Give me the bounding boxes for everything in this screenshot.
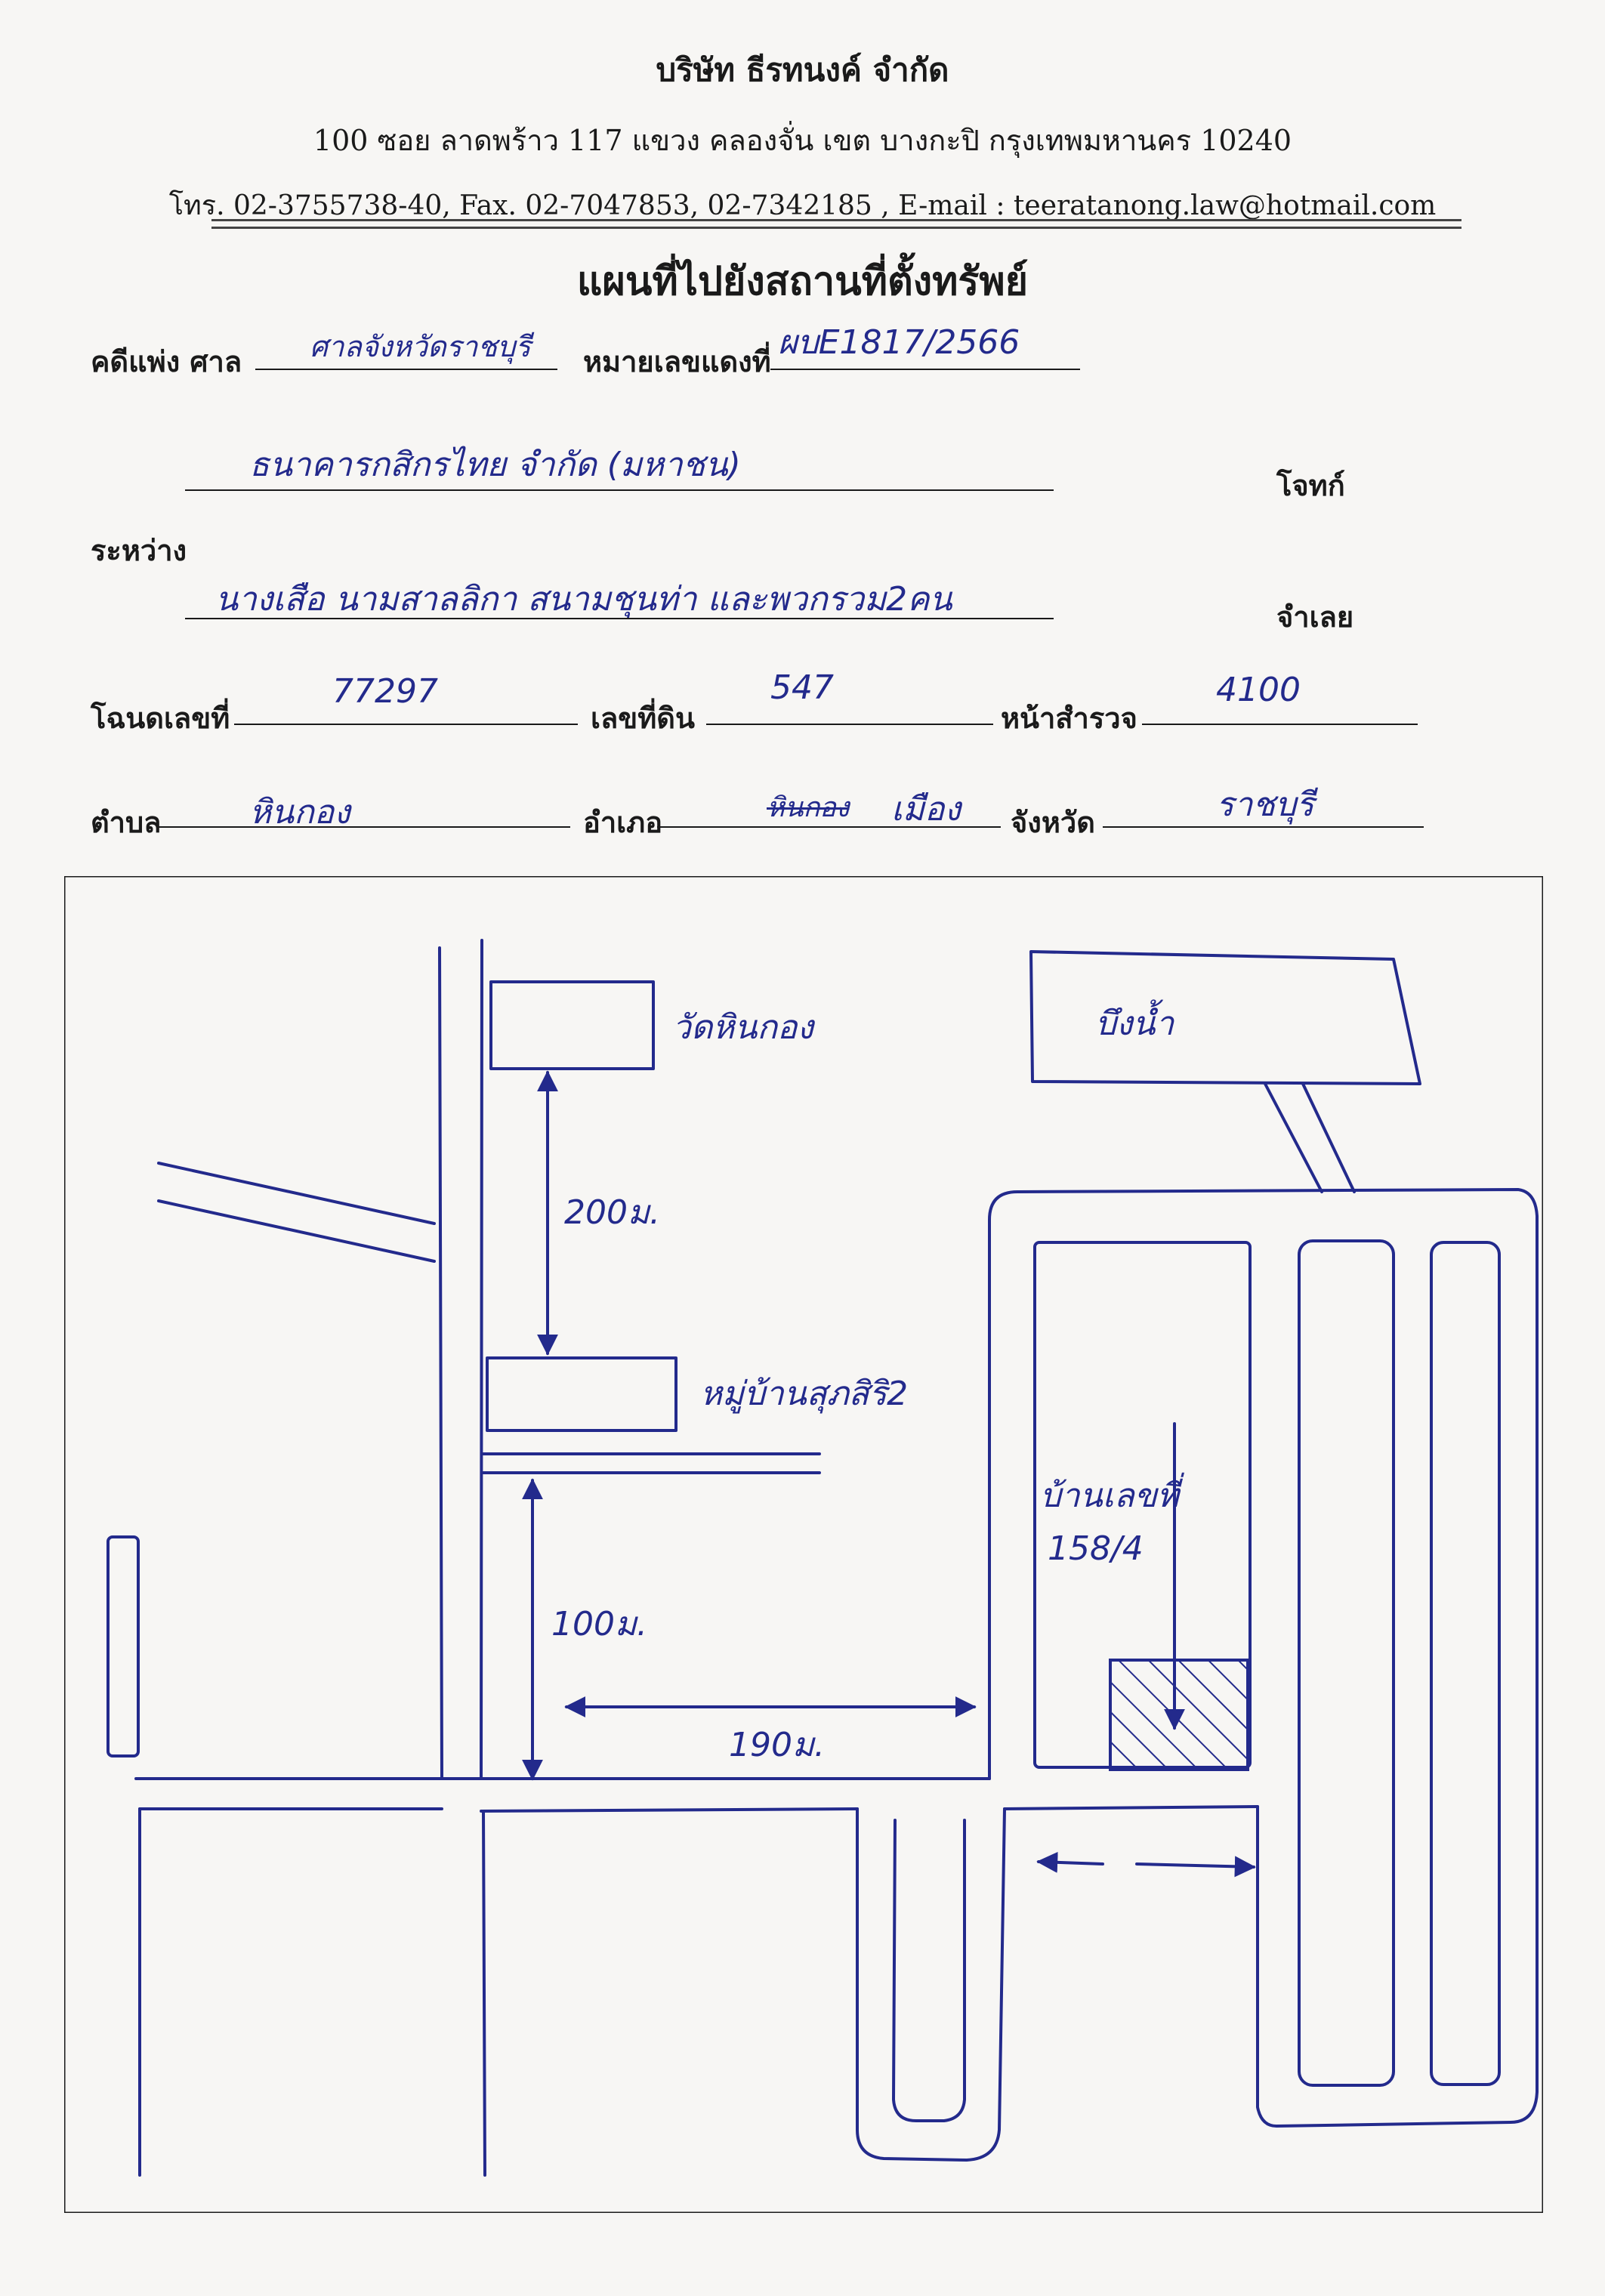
main-road-right-edge bbox=[480, 939, 483, 1780]
deed-value: 77297 bbox=[332, 672, 438, 711]
defendant-underline bbox=[185, 618, 1054, 619]
main-road-left-edge bbox=[438, 946, 443, 1780]
temple-building bbox=[489, 980, 655, 1070]
red-case-no-label: หมายเลขแดงที่ bbox=[583, 344, 771, 378]
house-label: บ้านเลขที่ bbox=[1040, 1472, 1185, 1515]
width-arrow-right bbox=[1135, 1856, 1256, 1878]
lake-connector bbox=[1264, 1082, 1356, 1193]
defendant-value: นางเสือ นามสาลลิกา สนามชุนท่า และพวกรวม2… bbox=[215, 580, 952, 619]
district-value: เมือง bbox=[891, 790, 961, 829]
main-horizontal-road bbox=[134, 1777, 1259, 1813]
village-label: หมู่บ้านสุภสิริ2 bbox=[700, 1375, 908, 1414]
province-value: ราชบุรี bbox=[1216, 785, 1314, 824]
left-small-building bbox=[106, 1535, 140, 1757]
court-underline bbox=[255, 369, 557, 370]
plaintiff-label: โจทก์ bbox=[1276, 468, 1345, 502]
diagonal-road bbox=[157, 1162, 436, 1263]
subdistrict-value: หินกอง bbox=[249, 793, 350, 832]
lake-label: บึงน้ำ bbox=[1095, 999, 1174, 1043]
company-contact: โทร. 02-3755738-40, Fax. 02-7047853, 02-… bbox=[168, 190, 1437, 221]
land-no-label: เลขที่ดิน bbox=[591, 701, 695, 735]
property-parcel bbox=[1109, 1659, 1249, 1771]
deed-underline bbox=[234, 724, 578, 725]
defendant-label: จำเลย bbox=[1276, 600, 1354, 634]
district-label: อำเภอ bbox=[583, 805, 663, 839]
housing-block-outline bbox=[988, 1188, 1539, 2128]
house-number-label: 158/4 bbox=[1048, 1529, 1144, 1568]
inner-block-b bbox=[1298, 1239, 1395, 2087]
lower-u-road bbox=[856, 1807, 1006, 2162]
company-address: 100 ซอย ลาดพร้าว 117 แขวง คลองจั่น เขต บ… bbox=[313, 124, 1292, 157]
plaintiff-value: ธนาคารกสิกรไทย จำกัด (มหาชน) bbox=[249, 446, 741, 484]
red-case-no-value: ผบE1817/2566 bbox=[778, 323, 1020, 362]
subdistrict-underline bbox=[159, 826, 570, 828]
deed-label: โฉนดเลขที่ bbox=[91, 701, 230, 735]
between-label: ระหว่าง bbox=[91, 533, 187, 567]
survey-underline bbox=[1142, 724, 1418, 725]
location-map: วัดหินกอง บึงน้ำ 200ม. หมู่บ้านสุภสิริ2 … bbox=[64, 876, 1543, 2213]
lower-left-road bbox=[138, 1807, 486, 2177]
company-name: บริษัท ธีรทนงค์ จำกัด bbox=[656, 51, 949, 88]
district-struck-value: หินกอง bbox=[767, 792, 850, 823]
village-building bbox=[486, 1356, 677, 1432]
village-road bbox=[482, 1452, 821, 1474]
subdistrict-label: ตำบล bbox=[91, 805, 162, 839]
land-no-underline bbox=[706, 724, 993, 725]
province-underline bbox=[1103, 826, 1424, 828]
inner-block-c bbox=[1430, 1241, 1501, 2086]
plaintiff-underline bbox=[185, 489, 1054, 491]
distance-190m-label: 190ม. bbox=[729, 1726, 825, 1764]
province-label: จังหวัด bbox=[1011, 805, 1095, 839]
lake-outline bbox=[1029, 950, 1421, 1085]
red-case-underline bbox=[770, 369, 1080, 370]
district-underline bbox=[657, 826, 1001, 828]
map-frame bbox=[64, 876, 1543, 2213]
land-no-value: 547 bbox=[770, 668, 834, 707]
court-value: ศาลจังหวัดราชบุรี bbox=[310, 330, 531, 363]
header-divider bbox=[211, 219, 1461, 229]
temple-label: วัดหินกอง bbox=[672, 1008, 816, 1047]
survey-label: หน้าสำรวจ bbox=[1001, 701, 1137, 735]
distance-100m-label: 100ม. bbox=[551, 1605, 647, 1643]
distance-200m-label: 200ม. bbox=[564, 1193, 660, 1232]
case-court-label: คดีแพ่ง ศาล bbox=[91, 344, 242, 378]
survey-value: 4100 bbox=[1216, 671, 1301, 709]
width-arrow-left bbox=[1036, 1851, 1104, 1873]
page-title: แผนที่ไปยังสถานที่ตั้งทรัพย์ bbox=[576, 258, 1029, 304]
